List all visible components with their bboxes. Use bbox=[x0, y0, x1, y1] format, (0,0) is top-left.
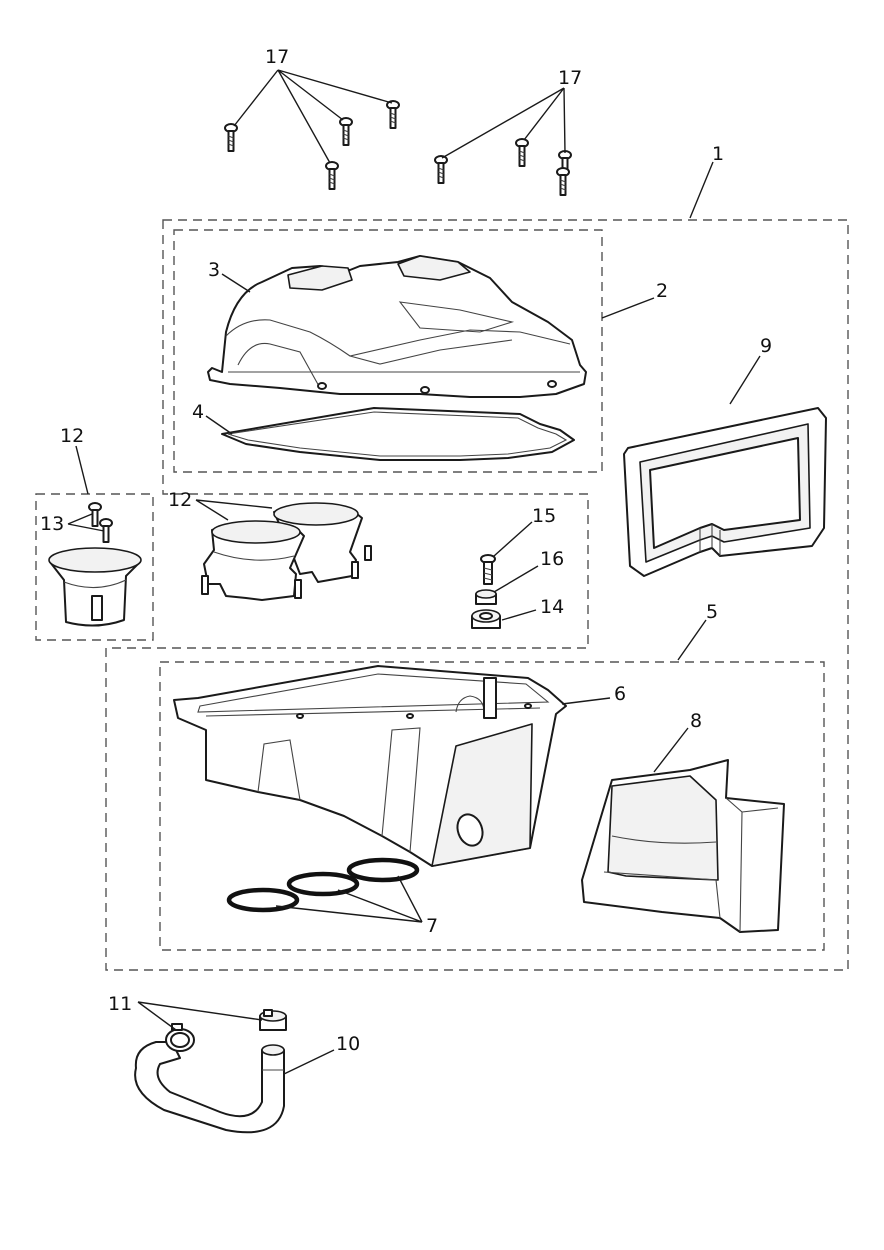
callout-12-centre: 12 bbox=[168, 489, 192, 511]
callout-4: 4 bbox=[192, 401, 204, 423]
screw bbox=[556, 167, 570, 196]
callout-15: 15 bbox=[532, 505, 556, 527]
hose-clips bbox=[165, 1009, 287, 1052]
airbox-lid bbox=[207, 255, 587, 398]
screw bbox=[88, 502, 102, 527]
callout-17-right: 17 bbox=[558, 67, 582, 89]
screw bbox=[224, 123, 238, 152]
o-ring bbox=[346, 857, 420, 883]
o-ring bbox=[226, 887, 300, 913]
screw bbox=[434, 155, 448, 184]
group-box-12 bbox=[35, 493, 154, 641]
callout-9: 9 bbox=[760, 335, 772, 357]
screw bbox=[515, 138, 529, 167]
group-box-2 bbox=[173, 229, 603, 473]
screw bbox=[325, 161, 339, 190]
callout-8: 8 bbox=[690, 710, 702, 732]
intake-trumpets bbox=[201, 502, 372, 601]
grommet bbox=[471, 609, 501, 629]
lid-gasket bbox=[221, 407, 575, 461]
group-box-1 bbox=[105, 219, 849, 971]
callout-12-left: 12 bbox=[60, 425, 84, 447]
single-trumpet-assembly bbox=[48, 502, 142, 627]
airbox-base bbox=[173, 665, 567, 867]
bolt bbox=[480, 554, 496, 585]
leader-lines bbox=[67, 69, 761, 1075]
hose-clip bbox=[165, 1023, 195, 1052]
hose-clip bbox=[259, 1009, 287, 1031]
callout-16: 16 bbox=[540, 548, 564, 570]
assembly-group-outlines bbox=[35, 219, 849, 971]
callout-3: 3 bbox=[208, 259, 220, 281]
callout-10: 10 bbox=[336, 1033, 360, 1055]
group-box-5 bbox=[159, 661, 825, 951]
fixing-hardware bbox=[471, 554, 501, 629]
screw bbox=[339, 117, 353, 146]
screw bbox=[386, 100, 400, 129]
o-ring bbox=[286, 871, 360, 897]
screw-set-17 bbox=[224, 100, 572, 196]
spacer bbox=[475, 589, 497, 605]
callout-5: 5 bbox=[706, 601, 718, 623]
callout-17-left: 17 bbox=[265, 46, 289, 68]
callout-2: 2 bbox=[656, 280, 668, 302]
callout-7: 7 bbox=[426, 915, 438, 937]
callout-labels: 17 17 1 2 3 4 9 12 13 12 15 16 14 5 6 8 … bbox=[40, 46, 772, 1055]
o-rings bbox=[226, 857, 420, 913]
callout-1: 1 bbox=[712, 143, 724, 165]
callout-6: 6 bbox=[614, 683, 626, 705]
callout-14: 14 bbox=[540, 596, 564, 618]
intake-duct bbox=[581, 759, 785, 933]
air-filter bbox=[623, 407, 827, 577]
breather-hose bbox=[134, 1041, 285, 1134]
screw bbox=[99, 518, 113, 543]
callout-13: 13 bbox=[40, 513, 64, 535]
callout-11: 11 bbox=[108, 993, 132, 1015]
